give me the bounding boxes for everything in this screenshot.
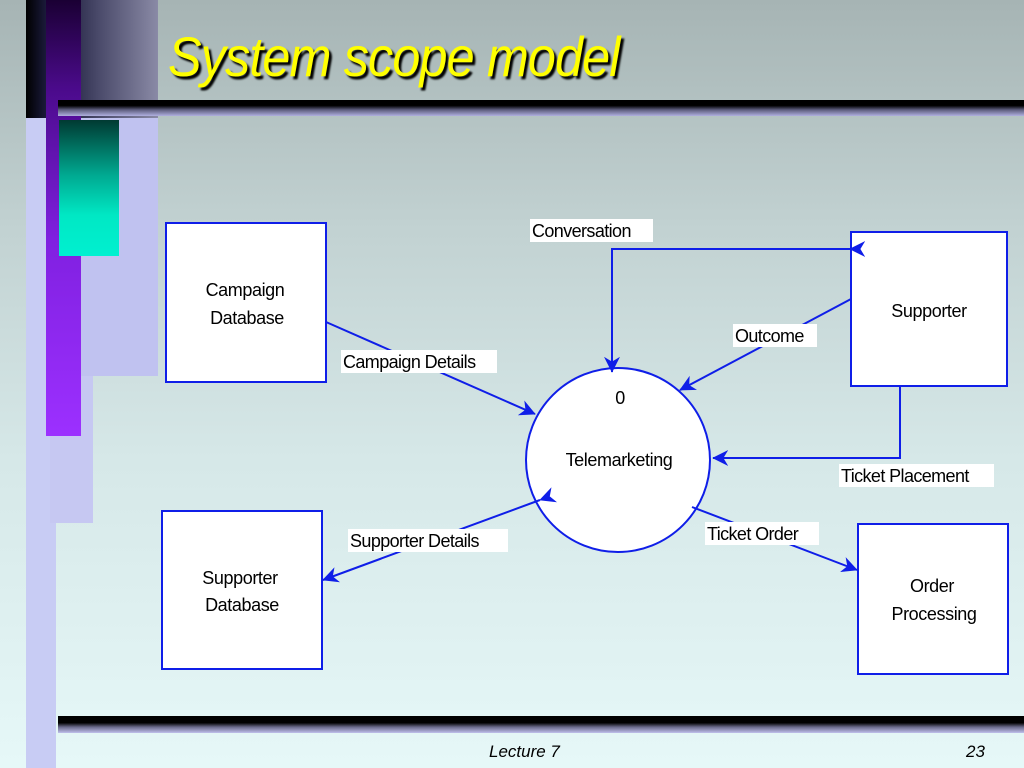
entity-supporter-database-line1: Supporter [202,568,278,588]
process-telemarketing: 0 Telemarketing [525,367,711,553]
entity-campaign-database-line2: Database [210,308,284,328]
flow-outcome: Outcome [679,298,852,391]
deco-bar-cyan [59,120,119,256]
flow-conversation: Conversation [530,219,866,373]
entity-supporter: Supporter [850,231,1008,387]
flow-conversation-label: Conversation [532,221,631,241]
flow-campaign-details-label: Campaign Details [343,352,476,372]
flow-ticket-order: Ticket Order [691,506,858,573]
top-rule [58,100,1024,116]
entity-campaign-database: Campaign Database [165,222,327,383]
footer-page-number: 23 [966,742,985,761]
entity-campaign-database-line1: Campaign [206,280,285,300]
slide-title: System scope model [168,25,621,88]
flow-ticket-placement: Ticket Placement [712,386,994,487]
entity-order-processing-line1: Order [910,576,954,596]
entity-order-processing-line2: Processing [891,604,976,624]
flow-campaign-details: Campaign Details [325,321,536,416]
entity-supporter-database: Supporter Database [161,510,323,670]
bottom-rule [58,716,1024,733]
process-number: 0 [615,388,625,408]
footer-lecture: Lecture 7 [489,742,560,761]
flow-ticket-order-label: Ticket Order [707,524,799,544]
process-name: Telemarketing [566,450,673,470]
entity-supporter-database-line2: Database [205,595,279,615]
flow-outcome-label: Outcome [735,326,804,346]
flow-supporter-details: Supporter Details [322,487,558,583]
flow-supporter-details-label: Supporter Details [350,531,479,551]
flow-ticket-placement-label: Ticket Placement [841,466,969,486]
entity-order-processing: Order Processing [857,523,1009,675]
entity-supporter-label: Supporter [891,301,967,321]
